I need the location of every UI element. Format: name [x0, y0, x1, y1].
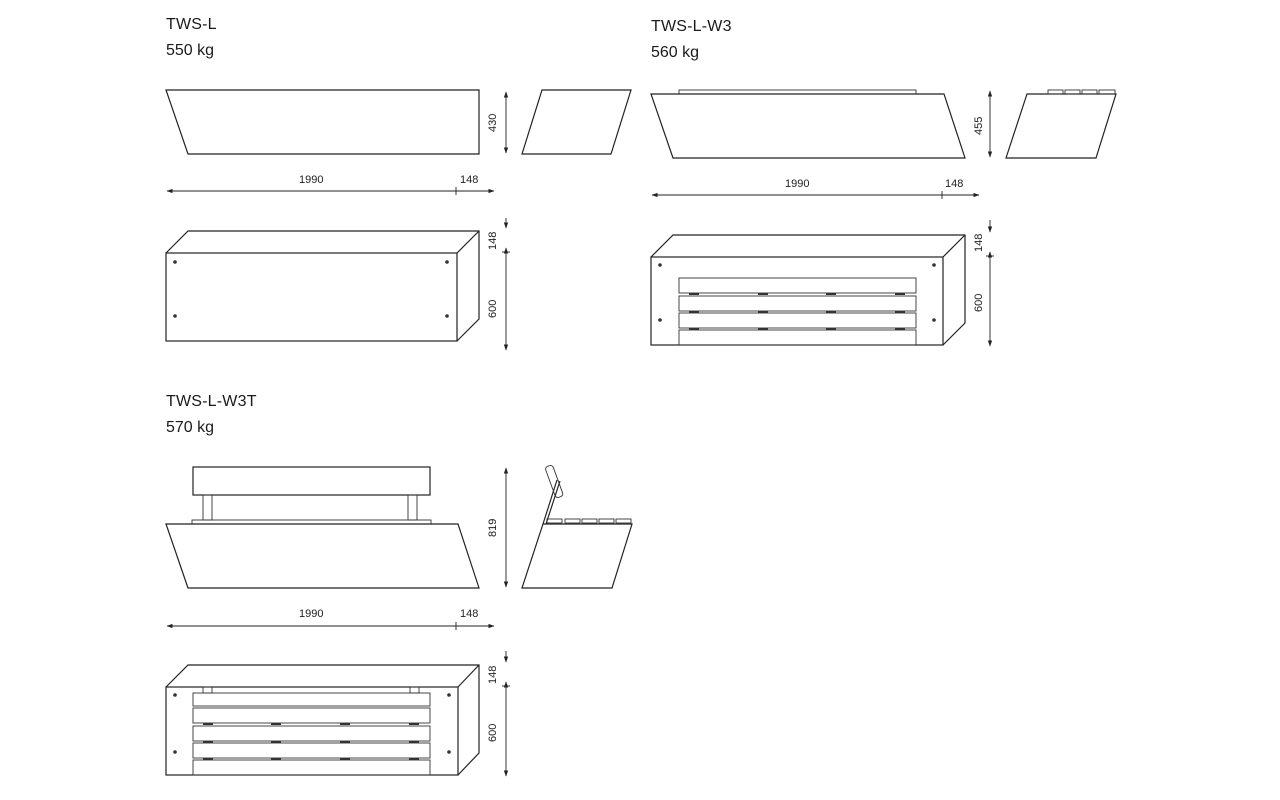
product-title-tws-l-w3: TWS-L-W3: [651, 18, 732, 35]
product-title-tws-l: TWS-L: [166, 16, 217, 33]
tws-l-w3t-backrest: [191, 466, 432, 525]
tws-l-w3-side-view: [1005, 89, 1117, 159]
product-title-tws-l-w3t: TWS-L-W3T: [166, 393, 257, 410]
tws-l-width-label: 1990: [299, 174, 323, 186]
tws-l-side-view: [521, 89, 632, 155]
tws-l-depth-label: 148: [460, 174, 478, 186]
tws-l-top-label: 148: [487, 232, 499, 250]
tws-l-w3-front-view: [650, 93, 966, 159]
tws-l-front-height-label: 600: [487, 300, 499, 318]
tws-l-w3t-side-view: [521, 464, 633, 589]
tws-l-w3-isometric-view: [650, 234, 966, 346]
tws-l-w3-depth-label: 148: [945, 178, 963, 190]
tws-l-w3t-height-label: 819: [487, 519, 499, 537]
tws-l-w3t-depth-label: 148: [460, 608, 478, 620]
tws-l-w3-height-label: 455: [973, 117, 985, 135]
tws-l-w3t-top-label: 148: [487, 666, 499, 684]
tws-l-w3-width-label: 1990: [785, 178, 809, 190]
tws-l-w3t-isometric-view: [165, 664, 480, 776]
tws-l-height-label: 430: [487, 114, 499, 132]
tws-l-w3t-drawing: 819 1990 148: [165, 464, 633, 777]
product-weight-tws-l: 550 kg: [166, 42, 215, 59]
tws-l-w3t-width-label: 1990: [299, 608, 323, 620]
tws-l-w3t-front-height-label: 600: [487, 724, 499, 742]
tws-l-w3-top-label: 148: [973, 234, 985, 252]
tws-l-isometric-view: [165, 230, 480, 342]
product-weight-tws-l-w3: 560 kg: [651, 44, 700, 61]
tws-l-w3t-front-view: [165, 523, 480, 589]
tws-l-front-view: [165, 89, 480, 155]
tws-l-w3-drawing: 455 1990 148: [650, 89, 1117, 347]
tws-l-drawing: 430 1990 148 148 600: [165, 89, 632, 351]
product-weight-tws-l-w3t: 570 kg: [166, 419, 215, 436]
tws-l-w3-front-height-label: 600: [973, 294, 985, 312]
